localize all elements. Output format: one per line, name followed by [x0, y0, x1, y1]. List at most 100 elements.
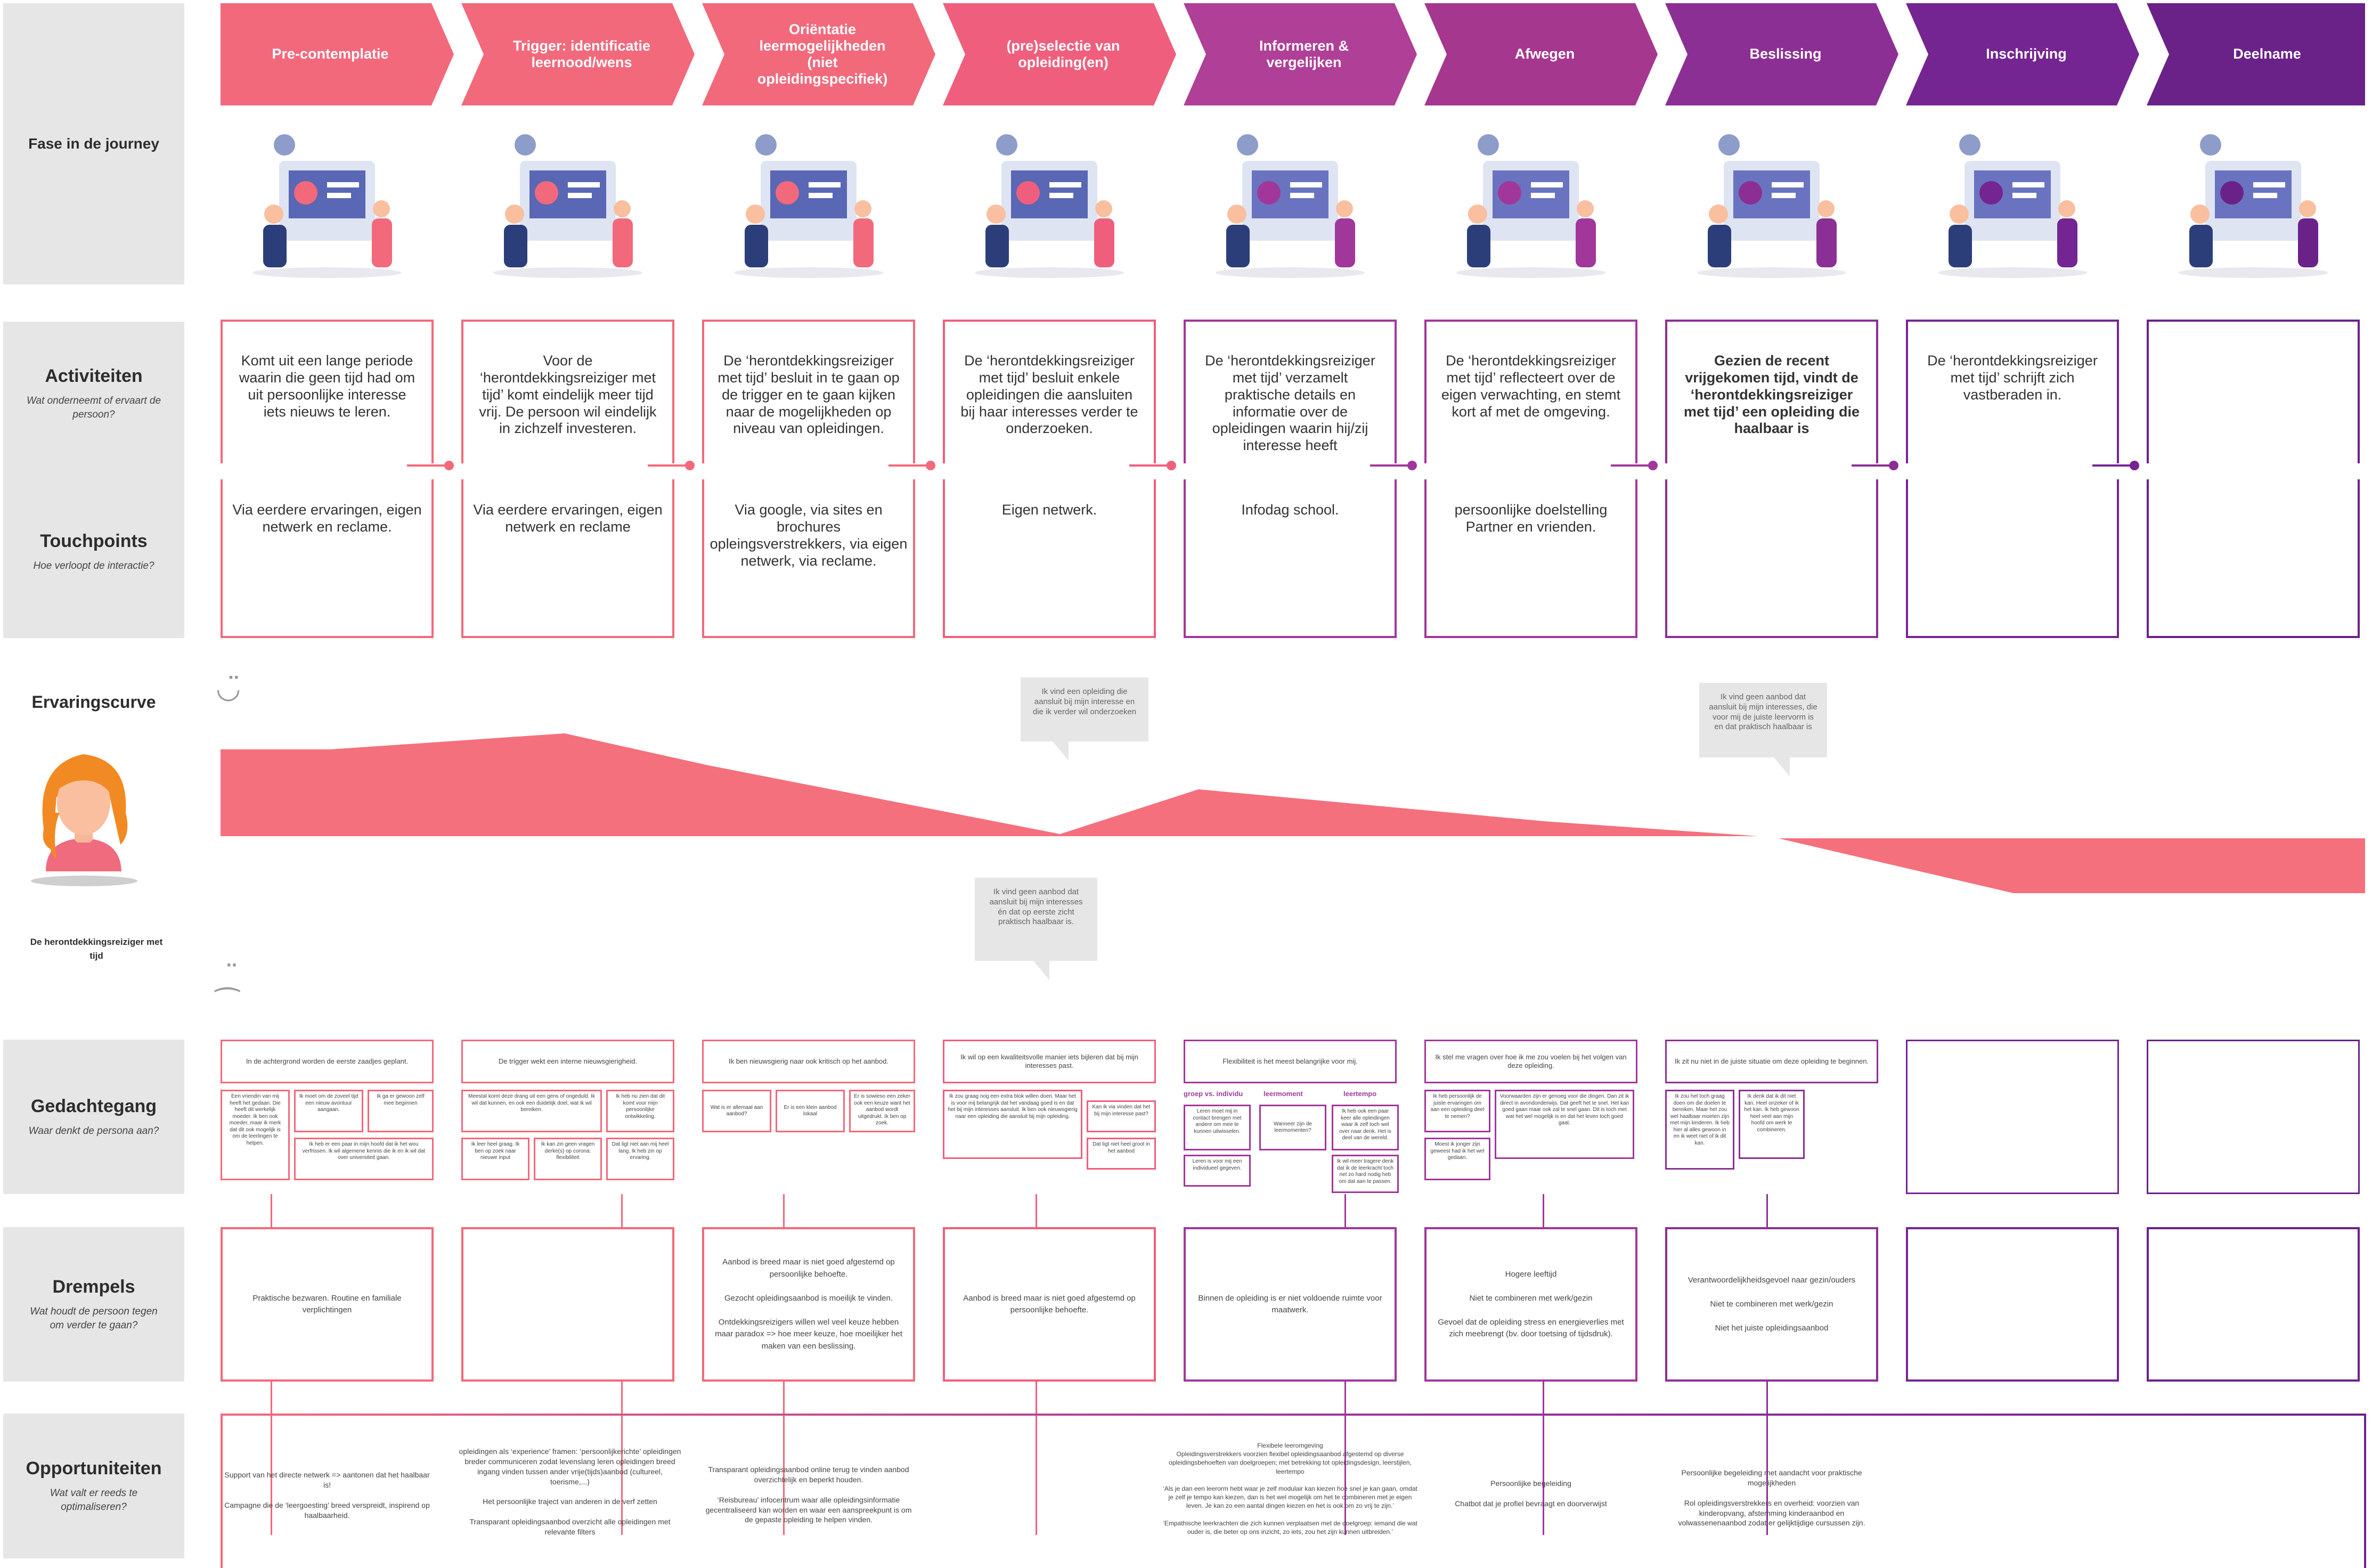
- touchpoint-card: Via google, via sites en brochures oplei…: [702, 479, 915, 638]
- label-drempels-subtitle: Wat houdt de persoon tegen om verder te …: [30, 1305, 158, 1331]
- phase-label: Beslissing: [1749, 46, 1822, 62]
- curve-area: [221, 733, 2365, 893]
- label-touchpoints: Touchpoints Hoe verloopt de interactie?: [3, 466, 184, 638]
- thought-note: Voorwaarden zijn er genoeg voor die ding…: [1495, 1090, 1634, 1159]
- magnifier-chart-illustration: [975, 134, 1124, 278]
- activity-text: Gezien de recent vrijgekomen tijd, vindt…: [1683, 353, 1860, 437]
- opportunity-text: Persoonlijke begeleiding met aandacht vo…: [1678, 1468, 1865, 1528]
- thought-note: Leren is voor mij een individueel gegeve…: [1184, 1155, 1251, 1187]
- thought-note: Ik heb ook een paar keer alle opleidinge…: [1332, 1105, 1399, 1150]
- opportunities-frame: [221, 1414, 2366, 1568]
- touchpoint-card: Via eerdere ervaringen, eigen netwerk en…: [461, 479, 674, 638]
- thought-note: Er is een klein aanbod lokaal: [776, 1090, 845, 1132]
- thought-header: Ik wil op een kwaliteitsvolle manier iet…: [943, 1040, 1156, 1083]
- phase-chevron: [1184, 3, 1417, 105]
- phase-label: Trigger: identificatie leernood/wens: [512, 37, 651, 70]
- opportunity-text: opleidingen als ‘experience’ framen: ‘pe…: [459, 1447, 681, 1537]
- thought-note: Ik leer heel graag. Ik ben op zoek naar …: [461, 1138, 529, 1180]
- touchpoint-card: Infodag school.: [1184, 479, 1397, 638]
- activity-text: De ‘herontdekkingsreiziger met tijd’ sch…: [1927, 353, 2098, 403]
- phase-chevron: [461, 3, 695, 105]
- thought-group-label: groep vs. individu: [1184, 1090, 1243, 1098]
- thought-note: Ik denk dat ik dit niet kan. Heel onzeke…: [1739, 1090, 1805, 1159]
- presentation-screen-illustration: [493, 134, 642, 278]
- phase-chevron: [1665, 3, 1898, 105]
- threshold-card: Praktische bezwaren. Routine en familial…: [221, 1227, 434, 1382]
- touchpoint-text: Via eerdere ervaringen, eigen netwerk en…: [473, 502, 663, 535]
- thinking-person-illustration: [252, 134, 402, 278]
- thought-note: Wat is er allemaal aan aanbod?: [702, 1090, 771, 1132]
- threshold-card: [461, 1227, 674, 1382]
- activity-text: Voor de ‘herontdekkingsreiziger met tijd…: [479, 353, 657, 437]
- thought-note: Ik zou graag nog een extra blok willen d…: [943, 1090, 1082, 1159]
- phase-chevron: [221, 3, 454, 105]
- touchpoint-text: Via eerdere ervaringen, eigen netwerk en…: [232, 502, 422, 535]
- touchpoint-card: Eigen netwerk.: [943, 479, 1156, 638]
- flow-connector: [1129, 461, 1176, 470]
- label-phase-title: Fase in de journey: [28, 135, 159, 152]
- label-drempels-title: Drempels: [52, 1276, 135, 1297]
- thought-note: Ik kan zin geen vragen derke(s) op coron…: [534, 1138, 602, 1180]
- opportunity-text: Support van het directe netwerk => aanto…: [224, 1471, 430, 1520]
- signpost-decision-illustration: [1697, 134, 1846, 278]
- label-drempels: Drempels Wat houdt de persoon tegen om v…: [3, 1227, 184, 1382]
- label-touchpoints-title: Touchpoints: [40, 530, 148, 551]
- thought-header: Flexibiliteit is het meest belangrijke v…: [1184, 1040, 1397, 1083]
- threshold-text: Aanbod is breed maar is niet goed afgest…: [963, 1293, 1136, 1315]
- thought-note: Ik ga er gewoon zelf mee beginnen: [368, 1090, 434, 1132]
- thought-header: Ik ben nieuwsgierig naar ook kritisch op…: [702, 1040, 915, 1083]
- activity-text: [2240, 322, 2266, 463]
- phase-chevron: [1424, 3, 1658, 105]
- label-activiteiten: Activiteiten Wat onderneemt of ervaart d…: [3, 322, 184, 466]
- quote-bubble-1: Ik vind een opleiding die aansluit bij m…: [1021, 677, 1148, 761]
- touchpoint-card: Via eerdere ervaringen, eigen netwerk en…: [221, 479, 434, 638]
- thought-note: Er is sowieso een zeker ook een keuze wa…: [849, 1090, 915, 1132]
- phase-label: Informeren & vergelijken: [1259, 37, 1349, 70]
- activity-card: De ‘herontdekkingsreiziger met tijd’ bes…: [943, 320, 1156, 463]
- activity-card: Gezien de recent vrijgekomen tijd, vindt…: [1665, 320, 1878, 463]
- threshold-card: Binnen de opleiding is er niet voldoende…: [1184, 1227, 1397, 1382]
- activity-text: De ‘herontdekkingsreiziger met tijd’ bes…: [960, 353, 1138, 437]
- activity-text: De ‘herontdekkingsreiziger met tijd’ ref…: [1441, 353, 1621, 420]
- books-people-illustration: [734, 134, 883, 278]
- thought-note: Wanneer zijn de leermomenten?: [1259, 1105, 1326, 1150]
- phase-label: Inschrijving: [1986, 46, 2067, 62]
- flow-connector: [1852, 461, 1898, 470]
- phase-label: Deelname: [2233, 46, 2301, 62]
- label-opportuniteiten-title: Opportuniteiten: [26, 1458, 162, 1479]
- opportunity-text: Transparant opleidingsaanbod online teru…: [705, 1465, 912, 1524]
- thought-note: Dat ligt niet aan mij heel lang. Ik heb …: [606, 1138, 674, 1180]
- dashboard-comparison-illustration: [1216, 134, 1365, 278]
- threshold-card: Hogere leeftijd Niet te combineren met w…: [1424, 1227, 1637, 1382]
- threshold-card: Aanbod is breed maar is niet goed afgest…: [702, 1227, 915, 1382]
- opportunity-text: Flexibele leeromgeving Opleidingsverstre…: [1163, 1442, 1417, 1536]
- activity-card: De ‘herontdekkingsreiziger met tijd’ ver…: [1184, 320, 1397, 463]
- label-activiteiten-subtitle: Wat onderneemt of ervaart de persoon?: [26, 395, 161, 420]
- thought-note: Ik heb persoonlijk de juiste ervaringen …: [1424, 1090, 1490, 1132]
- threshold-card: [2147, 1227, 2360, 1382]
- activity-text: Komt uit een lange periode waarin die ge…: [239, 353, 415, 420]
- activity-card: Komt uit een lange periode waarin die ge…: [221, 320, 434, 463]
- laptop-rocket-illustration: [2179, 134, 2328, 278]
- phase-label: Oriëntatie leermogelijkheden (niet oplei…: [757, 21, 888, 87]
- touchpoint-text: Infodag school.: [1241, 502, 1339, 518]
- label-touchpoints-subtitle: Hoe verloopt de interactie?: [33, 560, 154, 571]
- label-ervaringscurve-title: Ervaringscurve: [31, 692, 156, 712]
- thought-note: Dat ligt niet heel groot in het aanbod: [1087, 1138, 1156, 1170]
- phase-chevrons: [221, 3, 2365, 105]
- thought-header: Ik zit nu niet in de juiste situatie om …: [1665, 1040, 1878, 1083]
- threshold-text: Aanbod is breed maar is niet goed afgest…: [715, 1257, 902, 1351]
- threshold-text: Hogere leeftijd Niet te combineren met w…: [1438, 1269, 1624, 1339]
- label-gedachtegang-title: Gedachtegang: [30, 1096, 157, 1116]
- phase-chevron: [2147, 3, 2365, 105]
- quote-bubble-3: Ik vind geen aanbod dat aansluit bij mij…: [975, 878, 1097, 980]
- threshold-text: Praktische bezwaren. Routine en familial…: [252, 1293, 402, 1315]
- thought-note: Meestal komt deze drang uit een gens of …: [461, 1090, 602, 1132]
- thought-empty-box: [1906, 1040, 2119, 1194]
- opportunity-text: Persoonlijke begeleiding Chatbot dat je …: [1455, 1479, 1607, 1508]
- label-gedachtegang: Gedachtegang Waar denkt de persona aan?: [3, 1040, 184, 1194]
- happy-face-icon: ◡̈: [216, 672, 241, 704]
- flow-connector: [648, 461, 695, 470]
- document-signing-illustration: [1938, 134, 2087, 278]
- quote-bubble-2: Ik vind geen aanbod dat aansluit bij mij…: [1699, 683, 1827, 777]
